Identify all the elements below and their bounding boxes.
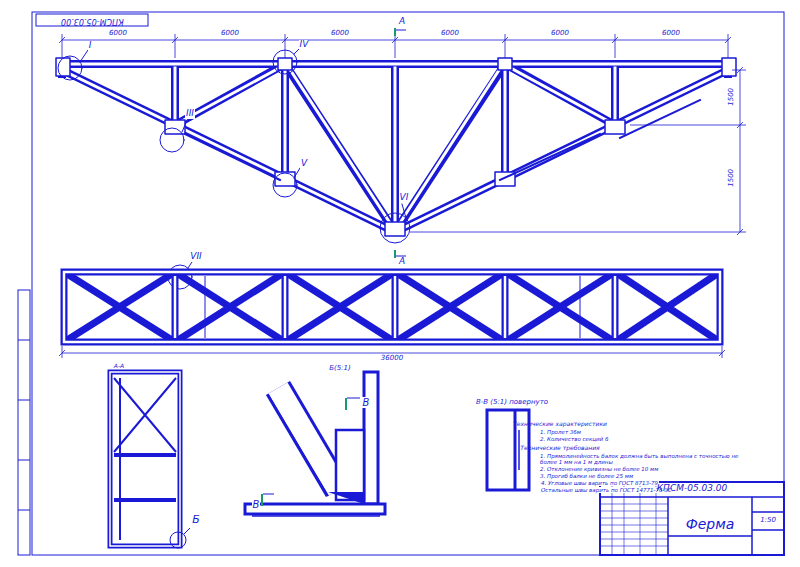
drawing-code: КПСМ-05.03.00 [61, 16, 124, 25]
truss-elevation [56, 48, 736, 289]
view-label: В-В (5:1) повернуто [476, 399, 548, 407]
callout-number: VII [189, 252, 202, 262]
callout-number: V [300, 159, 308, 169]
note-text: 2. Отклонение кривизны не более 10 мм [540, 466, 658, 472]
dimension-value: 6000 [221, 30, 239, 38]
dimension-value: 6000 [662, 30, 680, 38]
scale-value: 1:50 [760, 517, 776, 525]
view-label: Б(5:1) [329, 365, 351, 373]
callout-number: VI [399, 193, 410, 203]
note-text: 1. Прямолинейность балок должна быть вып… [540, 453, 745, 465]
drawing-frame [18, 12, 784, 555]
note-text: 2. Количество секций 6 [540, 436, 608, 442]
section-letter: В [252, 499, 261, 510]
note-text: 3. Прогиб балки не более 25 мм [540, 473, 633, 479]
note-text: 1. Пролет 36м [540, 429, 581, 435]
callout-number: IV [299, 40, 310, 50]
drawing-title: Ферма [686, 517, 735, 532]
detail-view [245, 372, 385, 516]
drawing-code: КПСМ-05.03.00 [657, 484, 728, 494]
callout-number: III [185, 109, 195, 119]
section-view [110, 372, 190, 548]
dimension-value: 6000 [551, 30, 569, 38]
view-label: А-А [114, 363, 124, 370]
callout-number: I [88, 41, 93, 51]
truss-plan [64, 272, 720, 342]
note-heading: Технические требования [520, 445, 599, 452]
dimension-value: 1500 [728, 169, 736, 187]
dimension-value: 6000 [109, 30, 127, 38]
section-letter: А [399, 17, 405, 27]
dimension-lines [59, 34, 746, 358]
dimension-value: 6000 [441, 30, 459, 38]
section-letter: А [399, 257, 405, 267]
detail-letter: Б [191, 514, 201, 526]
section-letter: В [362, 397, 371, 408]
note-text: Остальные швы варить по ГОСТ 14771-76 ЭС [540, 487, 673, 493]
dimension-value: 6000 [331, 30, 349, 38]
dimension-value: 1500 [728, 88, 736, 106]
note-text: 4. Угловые швы варить по ГОСТ 8713-79 [540, 480, 659, 486]
dimension-value: 36000 [381, 355, 403, 363]
note-heading: Технические характеристики [513, 421, 607, 428]
section-marks [395, 28, 406, 258]
